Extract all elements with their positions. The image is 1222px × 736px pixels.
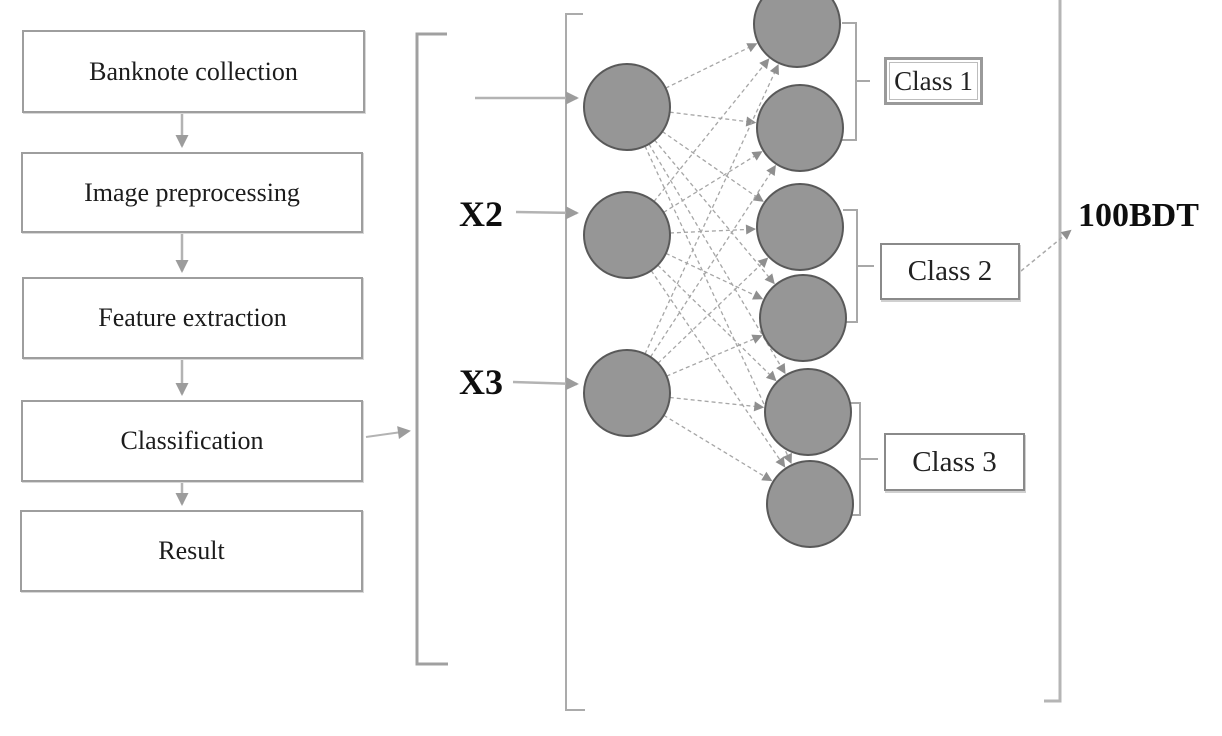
output-label-100bdt: 100BDT (1078, 197, 1199, 234)
output-node-4 (759, 274, 847, 362)
flow-step-label: Banknote collection (89, 56, 298, 86)
connection-arrow (661, 130, 764, 202)
connection-arrow (654, 139, 775, 285)
class3-label: Class 3 (912, 445, 997, 478)
class2-label: Class 2 (907, 255, 993, 287)
flow-step-label: Feature extraction (98, 303, 287, 332)
output-node-3 (756, 183, 844, 271)
flow-step-result: Result (20, 510, 363, 592)
flow-step-label: Classification (120, 426, 264, 455)
output-node-2 (756, 84, 844, 172)
output-node-6 (766, 460, 854, 548)
class2-box: Class 2 (880, 243, 1020, 300)
class3-box: Class 3 (884, 433, 1025, 491)
class2-pair-bracket (843, 209, 874, 323)
flow-step-label: Result (158, 536, 225, 565)
connection-arrow (669, 396, 765, 412)
flow-step-classification: Classification (21, 400, 363, 482)
connection-arrow (653, 58, 770, 202)
flow-step-banknote-collection: Banknote collection (22, 30, 365, 113)
connection-arrow (649, 164, 776, 358)
output-node-5 (764, 368, 852, 456)
class3-pair-bracket (846, 402, 878, 516)
network-left-brace (415, 32, 448, 666)
flow-step-feature-extraction: Feature extraction (22, 277, 363, 359)
connection-arrow (669, 224, 757, 235)
classification-to-network-arrow (365, 426, 411, 439)
class1-label: Class 1 (894, 65, 973, 96)
input-label-x3: X3 (459, 362, 503, 402)
input-label-x2: X2 (459, 194, 503, 234)
connection-arrow (666, 334, 763, 377)
class1-pair-bracket (842, 22, 870, 141)
input-arrow-x2 (515, 206, 579, 220)
input-node-1 (583, 63, 671, 151)
class2-to-output-arrow (1020, 229, 1072, 272)
connection-arrow (665, 43, 758, 89)
connection-arrow (650, 270, 786, 468)
class1-box: Class 1 (884, 57, 983, 105)
connection-arrow (665, 252, 764, 300)
input-node-3 (583, 349, 671, 437)
connection-arrow (644, 63, 779, 355)
flow-step-image-preprocessing: Image preprocessing (21, 152, 363, 233)
input-node-2 (583, 191, 671, 279)
connection-arrow (663, 414, 773, 482)
connection-arrow (669, 111, 757, 127)
output-node-1 (753, 0, 841, 68)
connection-arrow (663, 151, 763, 213)
connection-arrow (657, 264, 777, 382)
connection-arrow (657, 257, 769, 364)
neural-network-layer (583, 0, 854, 548)
input-layer-bracket (565, 13, 585, 711)
connection-arrow (648, 143, 786, 375)
output-layer-bracket (1044, 0, 1062, 703)
input-arrow-x3 (512, 377, 579, 391)
flow-step-label: Image preprocessing (84, 177, 300, 207)
